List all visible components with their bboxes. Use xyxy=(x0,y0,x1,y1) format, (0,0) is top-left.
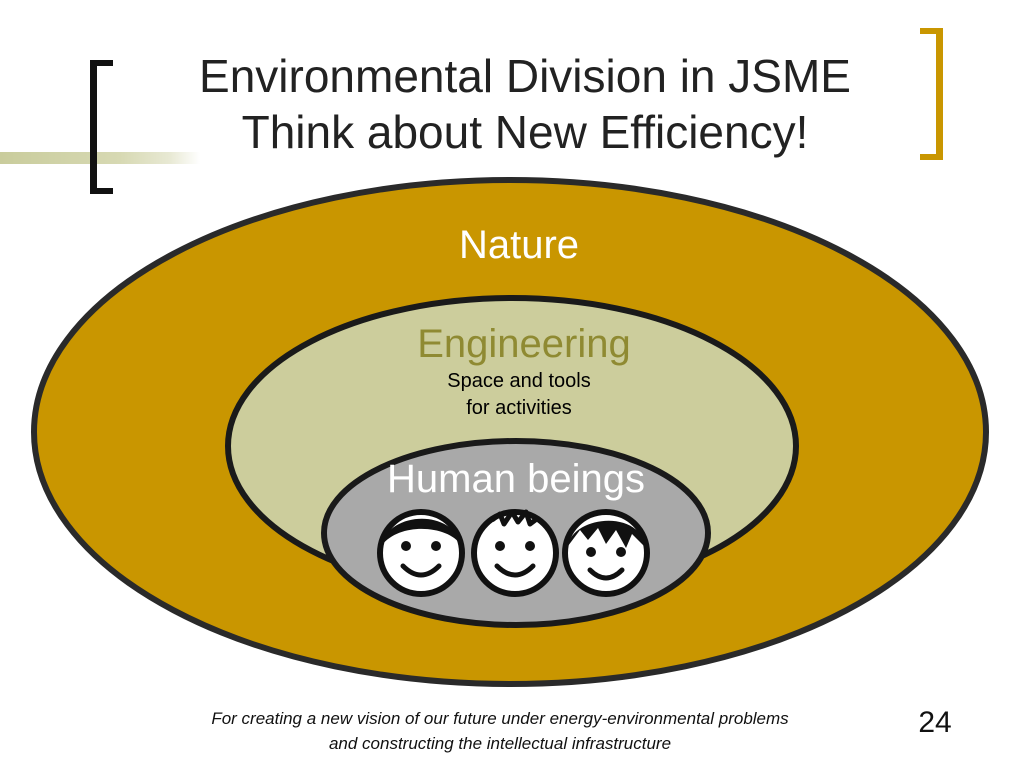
page-number: 24 xyxy=(918,706,952,739)
footer-line-2: and constructing the intellectual infras… xyxy=(328,734,672,753)
smiley-face-icon xyxy=(377,509,465,597)
slide-title: Environmental Division in JSME Think abo… xyxy=(130,48,920,160)
footer-line-1: For creating a new vision of our future … xyxy=(211,709,789,728)
human-beings-label: Human beings xyxy=(387,457,645,501)
smiley-face-icon xyxy=(471,509,559,597)
engineering-subtitle-line-2: for activities xyxy=(466,397,572,419)
left-bracket-decoration xyxy=(90,60,113,194)
smiley-face-icon xyxy=(562,509,650,597)
nature-label: Nature xyxy=(459,223,579,267)
engineering-subtitle-line-1: Space and tools xyxy=(447,370,590,392)
title-line-2: Think about New Efficiency! xyxy=(241,106,809,158)
engineering-label: Engineering xyxy=(417,322,631,366)
slide-footer: For creating a new vision of our future … xyxy=(100,706,900,756)
title-line-1: Environmental Division in JSME xyxy=(199,50,851,102)
right-bracket-decoration xyxy=(920,28,943,160)
title-underline-decoration xyxy=(0,152,200,164)
